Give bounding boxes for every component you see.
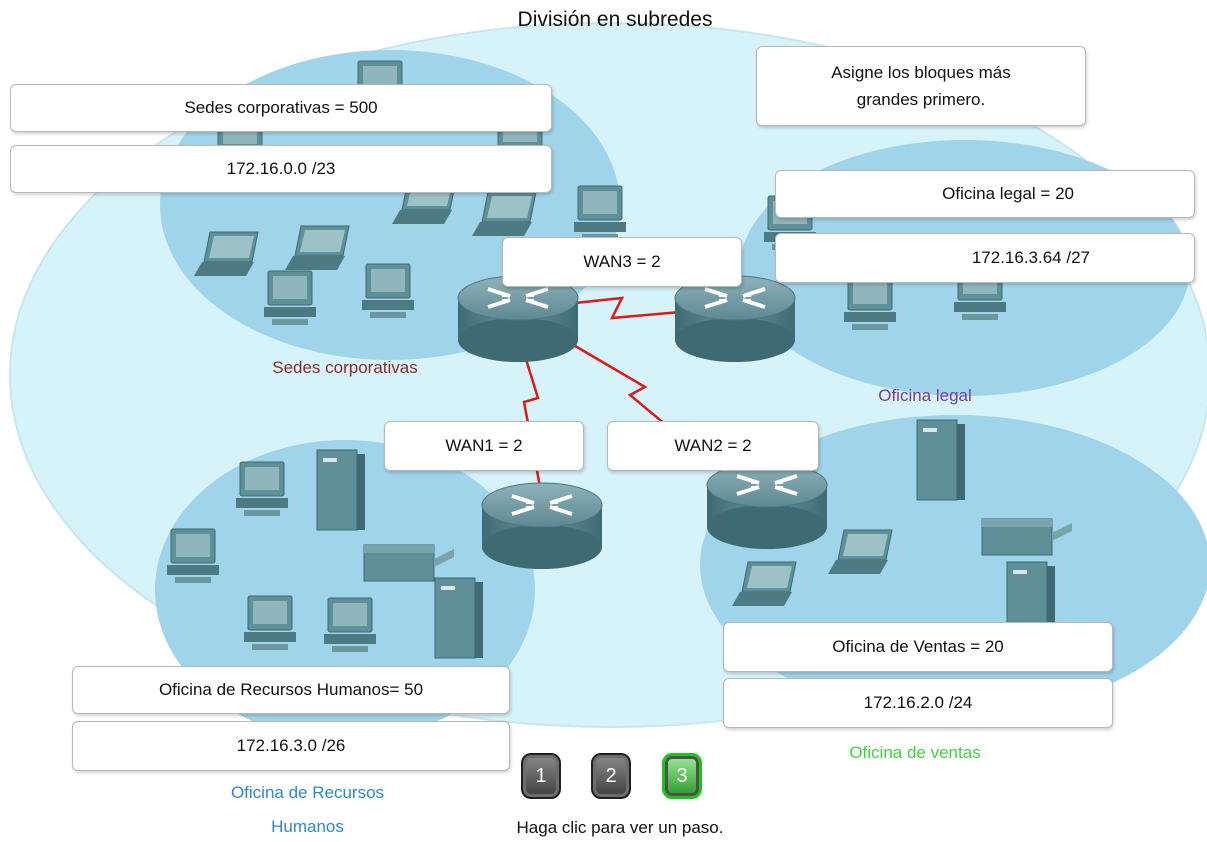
rrhh-label-line1: Oficina de Recursos <box>230 783 385 802</box>
rrhh-router <box>480 481 604 571</box>
step-3-button[interactable]: 3 <box>662 753 702 799</box>
sedes-label: Sedes corporativas <box>272 358 418 377</box>
wan3-link <box>574 296 681 320</box>
ventas-subnet-box: 172.16.2.0 /24 <box>723 678 1113 728</box>
diagram-title: División en subredes <box>517 8 713 31</box>
ventas-requirement-box: Oficina de Ventas = 20 <box>723 622 1113 672</box>
legal-router <box>673 274 797 364</box>
sedes-subnet-box: 172.16.0.0 /23 <box>10 145 552 193</box>
rrhh-subnet-box: 172.16.3.0 /26 <box>72 721 510 771</box>
step-2-button[interactable]: 2 <box>591 753 631 799</box>
wan1-box: WAN1 = 2 <box>384 421 584 471</box>
rrhh-label-line2: Humanos <box>271 817 344 836</box>
ventas-router <box>705 461 829 551</box>
step-hint: Haga clic para ver un paso. <box>516 818 724 837</box>
sedes-router <box>456 274 580 364</box>
wan3-box: WAN3 = 2 <box>502 237 742 287</box>
ventas-label: Oficina de ventas <box>849 743 981 762</box>
step-1-button[interactable]: 1 <box>521 753 561 799</box>
sedes-requirement-box: Sedes corporativas = 500 <box>10 84 552 132</box>
legal-subnet-box: 172.16.3.64 /27 <box>775 233 1195 283</box>
note-box: Asigne los bloques más grandes primero. <box>756 46 1086 126</box>
rrhh-requirement-box: Oficina de Recursos Humanos= 50 <box>72 666 510 714</box>
legal-requirement-box: Oficina legal = 20 <box>775 170 1195 218</box>
legal-label: Oficina legal <box>878 386 972 405</box>
wan2-box: WAN2 = 2 <box>607 421 819 471</box>
